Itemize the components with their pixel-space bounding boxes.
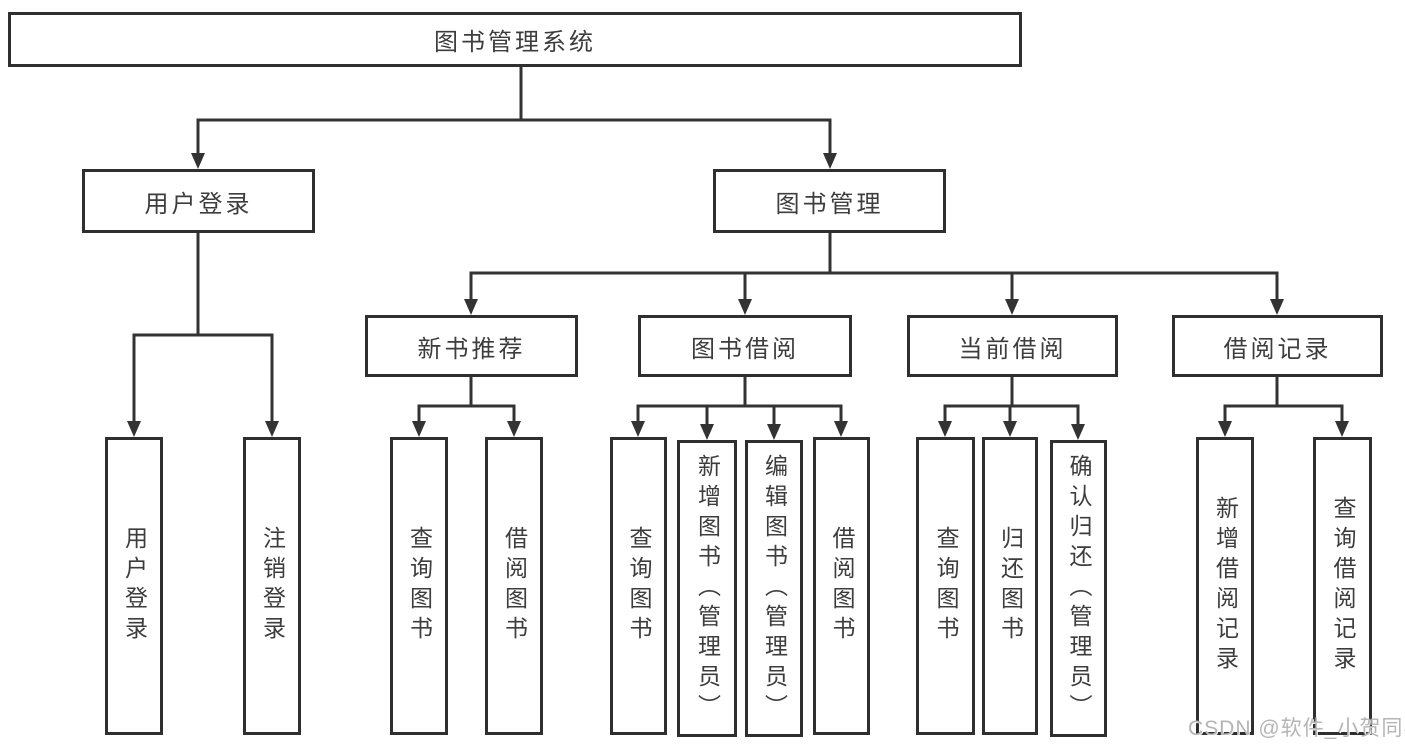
leaf-query-borrow-record-label: 查询借阅记录	[1330, 496, 1356, 676]
leaf-query-books-1-label: 查询图书	[406, 526, 433, 646]
leaf-confirm-return-admin: 确认归还（管理员）	[1050, 440, 1107, 737]
leaf-query-books-3-label: 查询图书	[933, 526, 959, 646]
leaf-query-books-3: 查询图书	[916, 437, 975, 735]
leaf-add-borrow-record: 新增借阅记录	[1196, 437, 1254, 735]
leaf-query-books-1: 查询图书	[390, 437, 448, 735]
node-book-management-label: 图书管理	[775, 190, 884, 218]
leaf-edit-book-admin: 编辑图书（管理员）	[745, 440, 803, 737]
leaf-edit-book-admin-label: 编辑图书（管理员）	[761, 453, 788, 724]
leaf-logout: 注销登录	[243, 437, 301, 735]
watermark: CSDN @软件_小贺同学	[1188, 717, 1405, 740]
node-root: 图书管理系统	[8, 12, 1022, 67]
leaf-user-login-label: 用户登录	[121, 526, 148, 646]
leaf-borrow-books-2-label: 借阅图书	[829, 526, 855, 646]
leaf-query-books-2: 查询图书	[610, 437, 667, 735]
node-book-borrowing: 图书借阅	[638, 315, 852, 377]
leaf-borrow-books-2: 借阅图书	[813, 437, 870, 735]
node-root-label: 图书管理系统	[434, 29, 596, 56]
leaf-confirm-return-admin-label: 确认归还（管理员）	[1066, 453, 1092, 724]
node-user-login-label: 用户登录	[144, 190, 253, 218]
leaf-add-borrow-record-label: 新增借阅记录	[1212, 496, 1239, 676]
node-user-login: 用户登录	[82, 169, 315, 233]
node-new-book-recommendation-label: 新书推荐	[417, 335, 526, 363]
node-book-borrowing-label: 图书借阅	[691, 335, 799, 363]
leaf-borrow-books-1-label: 借阅图书	[501, 526, 528, 646]
node-new-book-recommendation: 新书推荐	[365, 315, 578, 377]
leaf-user-login: 用户登录	[105, 437, 163, 735]
leaf-logout-label: 注销登录	[259, 526, 286, 646]
leaf-query-borrow-record: 查询借阅记录	[1313, 437, 1372, 735]
node-borrowing-records: 借阅记录	[1172, 315, 1383, 377]
node-current-borrowing-label: 当前借阅	[958, 335, 1067, 363]
node-borrowing-records-label: 借阅记录	[1223, 335, 1332, 363]
leaf-add-book-admin: 新增图书（管理员）	[677, 440, 737, 737]
node-current-borrowing: 当前借阅	[907, 315, 1118, 377]
leaf-add-book-admin-label: 新增图书（管理员）	[694, 453, 721, 724]
leaf-borrow-books-1: 借阅图书	[485, 437, 543, 735]
leaf-return-book-label: 归还图书	[997, 526, 1024, 646]
leaf-query-books-2-label: 查询图书	[626, 526, 652, 646]
node-book-management: 图书管理	[713, 169, 946, 233]
leaf-return-book: 归还图书	[982, 437, 1038, 735]
